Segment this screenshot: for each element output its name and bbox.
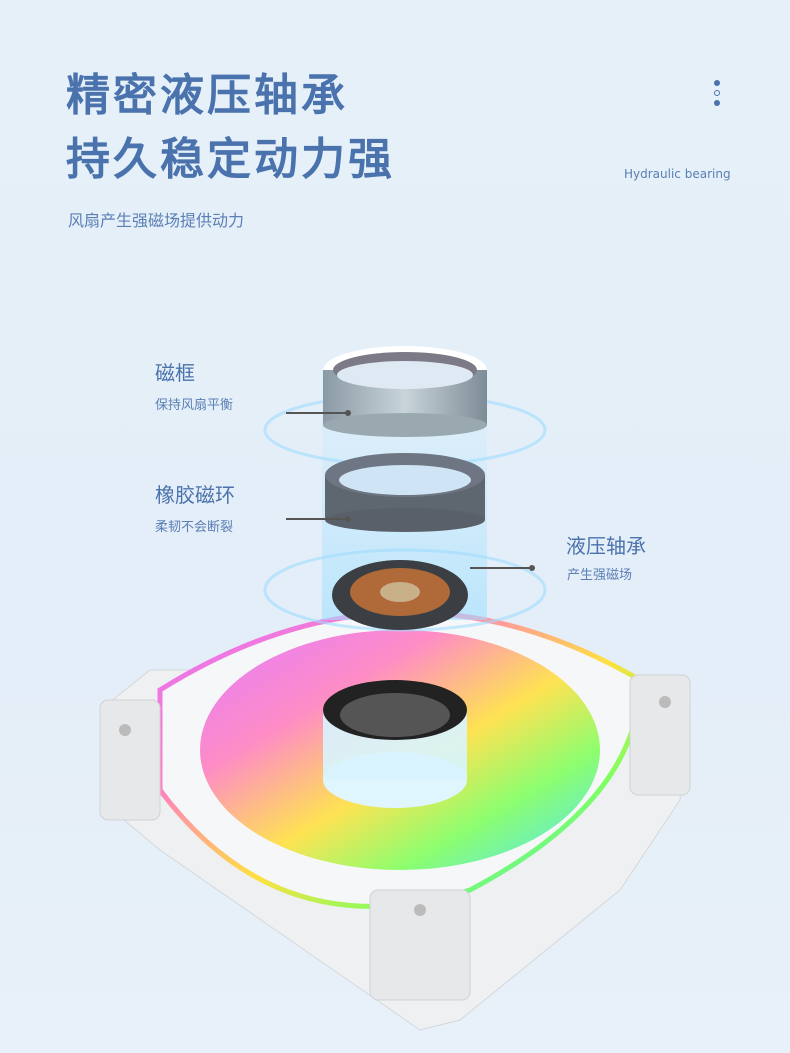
callout-magnetic-frame-desc: 保持风扇平衡 [155, 398, 234, 413]
callout-line [286, 410, 351, 416]
callout-line [286, 516, 351, 522]
callout-magnetic-frame-title: 磁框 [155, 361, 195, 385]
decorative-dots-icon [712, 80, 722, 110]
title-line-2: 持久稳定动力强 [66, 134, 395, 185]
callout-hydraulic-bearing-desc: 产生强磁场 [567, 568, 633, 583]
fan-bearing-illustration [99, 346, 691, 1031]
title-line-1: 精密液压轴承 [66, 70, 348, 121]
callout-rubber-ring-desc: 柔韧不会断裂 [155, 520, 234, 535]
callout-hydraulic-bearing-title: 液压轴承 [566, 534, 646, 558]
english-tag: Hydraulic bearing [624, 167, 731, 181]
callout-rubber-ring-title: 橡胶磁环 [155, 483, 235, 507]
subtitle: 风扇产生强磁场提供动力 [68, 211, 245, 230]
callout-line [470, 565, 535, 571]
